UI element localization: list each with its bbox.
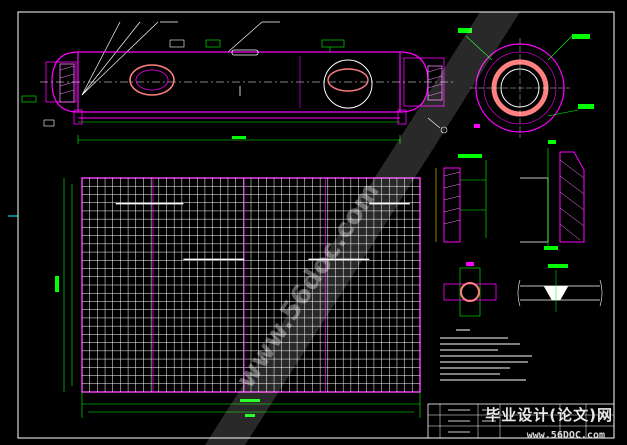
title-block [427,403,615,439]
support-detail [435,154,487,243]
watermark-site-url: www.56DOC.com [526,430,605,441]
weld-detail [517,264,603,312]
vessel-elevation-view [21,21,455,144]
diagonal-watermark-text: www.56doc.com [231,177,386,393]
nozzle-detail [443,262,497,317]
technical-requirements [440,329,532,381]
wall-section-detail [520,140,585,250]
watermark-site-name: 毕业设计(论文)网 [485,406,613,424]
tube-sheet-grid-plan [55,177,421,418]
end-view-flange [458,28,594,138]
drawing-border [17,11,615,439]
